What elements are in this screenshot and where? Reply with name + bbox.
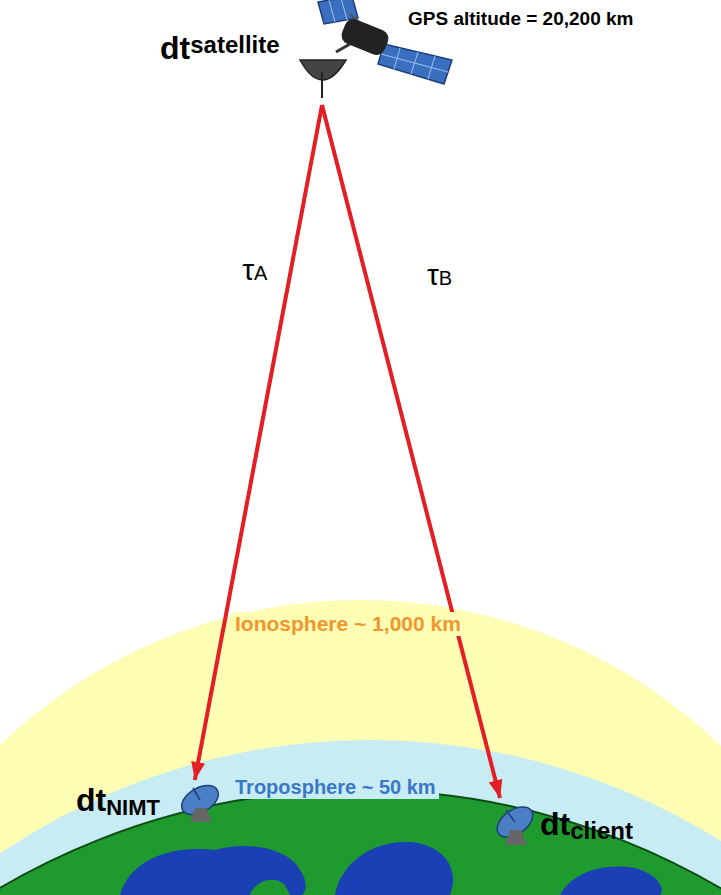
delay-label: τB — [427, 258, 452, 292]
clock-symbol: dt — [160, 30, 190, 66]
altitude-note: GPS altitude = 20,200 km — [405, 8, 636, 30]
node-label: dtsatellite — [160, 30, 280, 67]
earth — [0, 790, 721, 895]
panel-grid — [381, 54, 448, 72]
station-node: dtclient — [486, 798, 710, 850]
dish-stand — [505, 830, 527, 845]
dish-feed — [506, 810, 515, 822]
solar-panel — [378, 44, 452, 84]
dish-stand — [190, 808, 212, 822]
layer-label: Ionosphere ~ 1,000 km — [232, 612, 464, 636]
dish-feed — [193, 788, 200, 800]
ocean-area — [335, 842, 453, 895]
clock-symbol: dt — [540, 806, 570, 842]
node-label: dtclient — [540, 806, 633, 845]
ground-dish-icon — [177, 780, 224, 822]
clock-index: satellite — [190, 31, 279, 58]
panel-grid — [329, 0, 335, 22]
clock-symbol: dt — [76, 782, 106, 818]
station-node: dtNIMT — [70, 780, 230, 825]
satellite-body — [339, 16, 391, 57]
clock-index: NIMT — [106, 795, 160, 820]
ocean-area — [120, 846, 306, 895]
signal-path — [322, 105, 500, 798]
signal-path — [195, 105, 322, 780]
node-label: dtNIMT — [76, 782, 160, 821]
ground-dish-icon — [492, 801, 539, 845]
layer-label: Troposphere ~ 50 km — [232, 776, 439, 799]
delay-label: τA — [242, 253, 267, 287]
panel-grid — [341, 0, 347, 20]
clock-index: client — [570, 817, 633, 844]
ocean-area — [560, 867, 662, 895]
dish-arm — [336, 44, 350, 52]
dish-feed — [321, 72, 323, 98]
land-area — [250, 880, 290, 895]
